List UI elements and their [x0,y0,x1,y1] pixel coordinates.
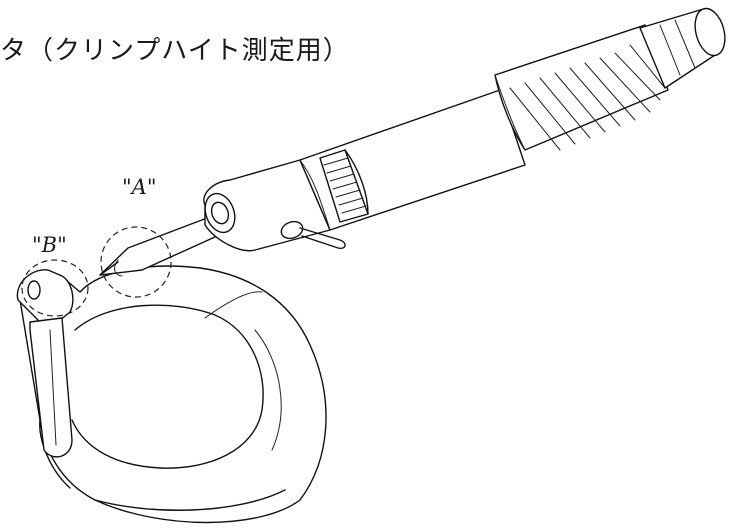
knurled-thimble [494,24,669,151]
anvil-post [16,259,89,458]
ratchet-stop [639,7,726,89]
thimble-scale [319,149,369,223]
figure-caption: タ（クリンプハイト測定用） [0,36,350,66]
micrometer-frame [19,265,327,524]
callout-label-b: "B" [32,233,67,257]
callout-label-a: "A" [122,175,157,199]
sleeve-barrel [203,89,526,252]
lock-clamp [280,220,346,250]
